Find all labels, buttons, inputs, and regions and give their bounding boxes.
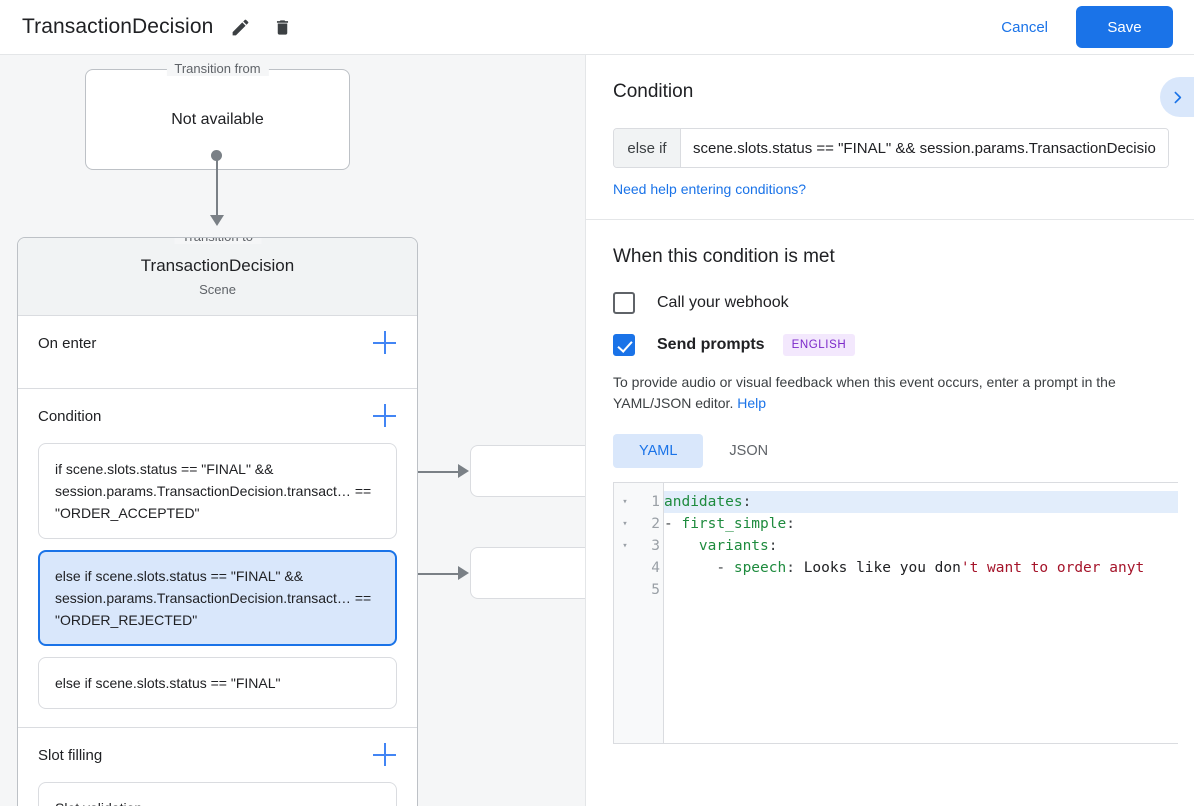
code-token: : xyxy=(768,538,778,554)
condition-expression-input[interactable] xyxy=(681,129,1168,167)
editor-fold-column[interactable]: ▾ ▾ ▾ xyxy=(614,483,636,743)
fold-marker[interactable]: ▾ xyxy=(622,541,628,551)
panel-top-section: Condition else if Need help entering con… xyxy=(586,55,1194,219)
section-header-condition: Condition xyxy=(38,389,397,443)
section-on-enter: On enter xyxy=(18,316,417,389)
scene-header: TransactionDecision Scene xyxy=(18,238,417,316)
prompts-description-text: To provide audio or visual feedback when… xyxy=(613,374,1116,411)
transition-from-legend: Transition from xyxy=(166,61,269,76)
panel-divider xyxy=(586,219,1194,220)
connector-line-vertical xyxy=(215,155,218,217)
fold-marker[interactable] xyxy=(614,557,636,579)
add-slot-filling-button[interactable] xyxy=(373,743,397,767)
fold-marker[interactable]: ▾ xyxy=(622,497,628,507)
line-number: 2 xyxy=(651,516,660,532)
connector-line-rejected xyxy=(398,572,460,575)
trash-icon[interactable] xyxy=(267,12,297,42)
editor-line[interactable]: andidates: xyxy=(664,491,1178,513)
language-badge: ENGLISH xyxy=(782,334,856,356)
ghost-target-box-accepted[interactable] xyxy=(470,445,585,497)
line-number: 3 xyxy=(651,538,660,554)
section-header-slot-filling: Slot filling xyxy=(38,728,397,782)
transition-to-legend: Transition to xyxy=(173,238,262,244)
code-token: andidates xyxy=(664,494,743,510)
condition-help-link[interactable]: Need help entering conditions? xyxy=(613,181,807,197)
tab-json[interactable]: JSON xyxy=(729,443,769,459)
condition-card-rejected[interactable]: else if scene.slots.status == "FINAL" &&… xyxy=(38,550,397,646)
send-prompts-row[interactable]: Send prompts ENGLISH xyxy=(613,334,1167,356)
section-title-slot-filling: Slot filling xyxy=(38,746,103,764)
code-token: Looks like you don xyxy=(803,560,961,576)
call-webhook-checkbox[interactable] xyxy=(613,292,635,314)
editor-line-numbers: 1 2 3 4 5 xyxy=(636,483,664,743)
code-token: variants xyxy=(698,538,769,554)
section-condition: Condition if scene.slots.status == "FINA… xyxy=(18,389,417,728)
condition-detail-panel: Condition else if Need help entering con… xyxy=(585,55,1194,806)
slot-validation-card[interactable]: Slot validation xyxy=(38,782,397,806)
line-number: 4 xyxy=(651,560,660,576)
call-webhook-label: Call your webhook xyxy=(657,294,789,311)
fold-marker[interactable] xyxy=(614,579,636,601)
send-prompts-checkbox[interactable] xyxy=(613,334,635,356)
page-title: TransactionDecision xyxy=(22,15,214,38)
connector-arrow-rejected xyxy=(458,566,469,580)
editor-code-area[interactable]: andidates:- first_simple: variants: - sp… xyxy=(664,483,1178,743)
scene-type: Scene xyxy=(199,282,236,297)
editor-line[interactable]: - speech: Looks like you don't want to o… xyxy=(664,557,1178,579)
panel-body-section: When this condition is met Call your web… xyxy=(586,220,1194,744)
line-number: 1 xyxy=(651,494,660,510)
code-token: : xyxy=(786,560,804,576)
line-number: 5 xyxy=(651,582,660,598)
section-header-on-enter: On enter xyxy=(38,316,397,370)
connector-arrow-down xyxy=(209,215,224,226)
connector-arrow-accepted xyxy=(458,464,469,478)
scene-name: TransactionDecision xyxy=(140,256,295,275)
code-token: first_simple xyxy=(681,516,787,532)
editor-line[interactable]: variants: xyxy=(664,535,1178,557)
when-condition-met-title: When this condition is met xyxy=(613,246,835,267)
pencil-icon[interactable] xyxy=(225,12,255,42)
code-token: : xyxy=(786,516,795,532)
chevron-right-icon[interactable] xyxy=(1160,77,1194,117)
transition-from-value: Not available xyxy=(171,110,264,128)
scene-graph-canvas[interactable]: Transition from Not available Transition… xyxy=(0,55,585,806)
editor-line[interactable] xyxy=(664,579,1178,601)
connector-line-accepted xyxy=(398,470,460,473)
condition-input-row[interactable]: else if xyxy=(613,128,1169,168)
code-token: - xyxy=(664,560,734,576)
code-token: speech xyxy=(733,560,787,576)
top-bar: TransactionDecision Cancel Save xyxy=(0,0,1194,55)
editor-format-tabs: YAML JSON xyxy=(613,434,1167,468)
send-prompts-label: Send prompts xyxy=(657,336,765,353)
code-token: : xyxy=(742,494,752,510)
webhook-row[interactable]: Call your webhook xyxy=(613,292,1167,314)
add-on-enter-button[interactable] xyxy=(373,331,397,355)
section-title-on-enter: On enter xyxy=(38,334,97,352)
section-title-condition: Condition xyxy=(38,407,102,425)
save-button[interactable]: Save xyxy=(1076,6,1173,48)
transition-to-node[interactable]: Transition to TransactionDecision Scene … xyxy=(17,237,418,806)
code-token xyxy=(664,538,699,554)
editor-line[interactable]: - first_simple: xyxy=(664,513,1178,535)
yaml-editor[interactable]: ▾ ▾ ▾ 1 2 3 4 5 andidates:- first_simple… xyxy=(613,482,1178,744)
section-slot-filling: Slot filling Slot validation xyxy=(18,728,417,806)
add-condition-button[interactable] xyxy=(373,404,397,428)
code-token: - xyxy=(664,516,682,532)
prompts-description: To provide audio or visual feedback when… xyxy=(613,372,1167,414)
condition-card-accepted[interactable]: if scene.slots.status == "FINAL" && sess… xyxy=(38,443,397,539)
condition-card-final[interactable]: else if scene.slots.status == "FINAL" xyxy=(38,657,397,709)
ghost-target-box-rejected[interactable] xyxy=(470,547,585,599)
code-token: 't want to order anyt xyxy=(960,560,1145,576)
fold-marker[interactable]: ▾ xyxy=(622,519,628,529)
panel-title: Condition xyxy=(613,81,694,102)
cancel-button[interactable]: Cancel xyxy=(985,9,1064,46)
condition-prefix-label: else if xyxy=(614,129,681,167)
tab-yaml[interactable]: YAML xyxy=(613,434,704,468)
prompts-help-link[interactable]: Help xyxy=(737,395,767,411)
